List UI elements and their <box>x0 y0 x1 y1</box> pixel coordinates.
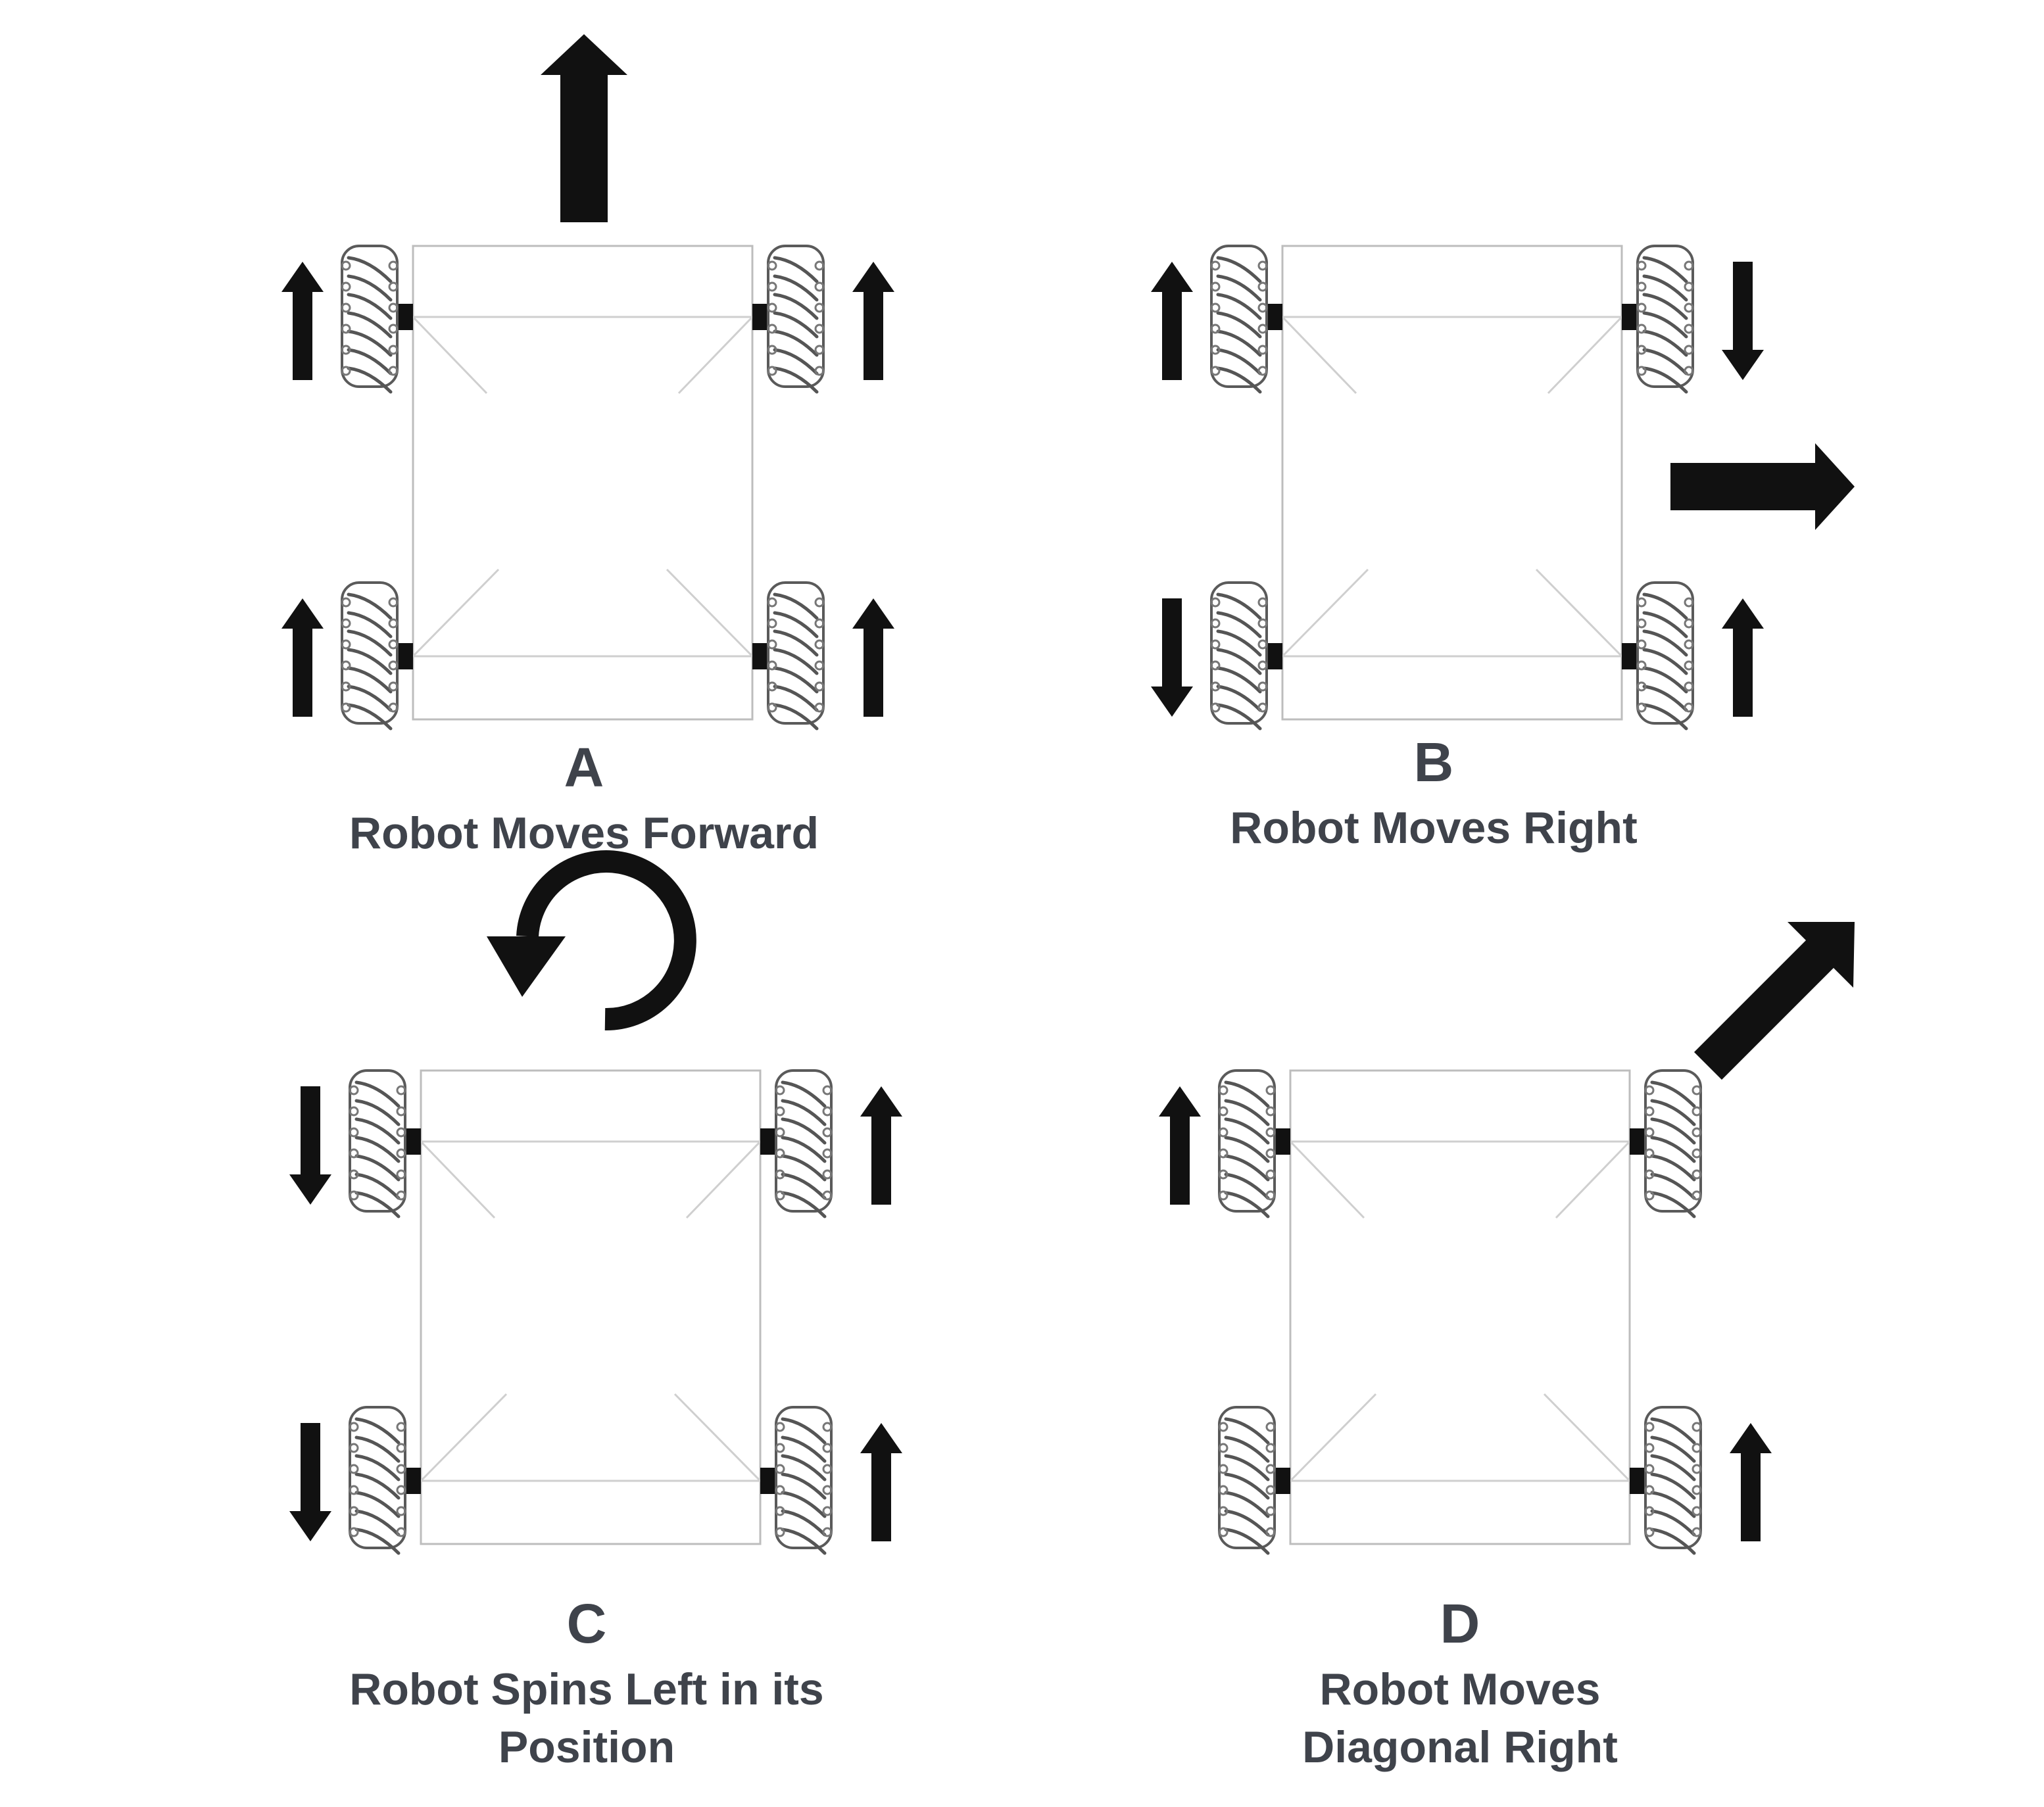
axle-hub <box>406 1468 421 1494</box>
arrow-diagonal-up-right-icon <box>1694 922 1855 1080</box>
brace-line <box>412 568 500 658</box>
rotate-ccw-icon <box>487 850 696 1031</box>
axle-hub <box>1622 643 1636 669</box>
brace-line <box>412 316 488 395</box>
rear-left-wheel <box>1210 581 1268 731</box>
axle-hub <box>1276 1468 1290 1494</box>
axle-hub <box>752 643 767 669</box>
brace-line <box>420 1140 496 1219</box>
chassis-frame <box>420 1069 762 1545</box>
chassis-frame <box>412 245 754 721</box>
panel-c: C Robot Spins Left in its Position <box>289 850 902 1772</box>
front-left-wheel-arrow-up-icon <box>1159 1086 1201 1205</box>
front-left-wheel <box>341 245 399 394</box>
front-left-wheel-arrow-up-icon <box>1151 262 1193 380</box>
brace-line <box>1535 568 1623 658</box>
axle-hub <box>1268 304 1282 330</box>
front-left-wheel <box>1218 1069 1276 1218</box>
rear-left-wheel <box>1218 1406 1276 1555</box>
front-right-wheel <box>1636 245 1694 394</box>
arrow-up-icon <box>541 34 627 222</box>
brace-line <box>1281 316 1357 395</box>
panel-a-caption-line-1: Robot Moves Forward <box>349 808 819 858</box>
panel-d-caption-line-2: Diagonal Right <box>1302 1722 1618 1772</box>
rear-left-wheel <box>341 581 399 731</box>
axle-hub <box>760 1128 775 1155</box>
axle-hub <box>399 643 413 669</box>
rear-right-wheel-arrow-up-icon <box>1730 1423 1772 1541</box>
front-right-wheel-arrow-up-icon <box>852 262 894 380</box>
brace-line <box>420 1393 508 1482</box>
rear-right-wheel-arrow-up-icon <box>860 1423 902 1541</box>
axle-hub <box>406 1128 421 1155</box>
rear-right-wheel <box>1644 1406 1702 1555</box>
front-left-wheel <box>349 1069 406 1218</box>
front-right-wheel <box>767 245 825 394</box>
panel-d-caption-line-1: Robot Moves <box>1320 1664 1601 1714</box>
axle-hub <box>1630 1128 1644 1155</box>
axle-hub <box>752 304 767 330</box>
front-right-wheel-arrow-up-icon <box>860 1086 902 1205</box>
rear-right-wheel <box>767 581 825 731</box>
panel-c-robot <box>289 850 902 1555</box>
front-left-wheel <box>1210 245 1268 394</box>
chassis-frame <box>1289 1069 1631 1545</box>
rear-left-wheel-arrow-down-icon <box>289 1423 331 1541</box>
brace-line <box>1289 1393 1377 1482</box>
panel-a-robot <box>281 34 894 731</box>
brace-line <box>1289 1140 1365 1219</box>
panel-b-robot <box>1151 245 1855 731</box>
rear-left-wheel <box>349 1406 406 1555</box>
brace-line <box>677 316 754 395</box>
panel-c-caption-line-1: Robot Spins Left in its <box>349 1664 824 1714</box>
brace-line <box>1555 1140 1631 1219</box>
rear-right-wheel <box>1636 581 1694 731</box>
chassis-frame <box>1281 245 1623 721</box>
rear-left-wheel-arrow-down-icon <box>1151 598 1193 717</box>
brace-line <box>673 1393 762 1482</box>
panel-b-caption-line-1: Robot Moves Right <box>1230 803 1638 853</box>
brace-line <box>1543 1393 1631 1482</box>
brace-line <box>666 568 754 658</box>
front-right-wheel-arrow-down-icon <box>1722 262 1764 380</box>
panel-a: A Robot Moves Forward <box>281 34 894 858</box>
panel-a-letter: A <box>564 736 604 798</box>
panel-b-letter: B <box>1414 731 1454 793</box>
brace-line <box>685 1140 762 1219</box>
panel-c-caption-line-2: Position <box>499 1722 675 1772</box>
panel-d: D Robot Moves Diagonal Right <box>1159 922 1855 1772</box>
axle-hub <box>760 1468 775 1494</box>
panel-d-robot <box>1159 922 1855 1555</box>
front-left-wheel-arrow-down-icon <box>289 1086 331 1205</box>
rear-left-wheel-arrow-up-icon <box>281 598 324 717</box>
axle-hub <box>399 304 413 330</box>
panel-c-letter: C <box>567 1593 607 1654</box>
axle-hub <box>1276 1128 1290 1155</box>
front-right-wheel <box>1644 1069 1702 1218</box>
brace-line <box>1547 316 1623 395</box>
brace-line <box>1281 568 1369 658</box>
panel-d-letter: D <box>1440 1593 1480 1654</box>
axle-hub <box>1630 1468 1644 1494</box>
arrow-right-icon <box>1670 443 1855 530</box>
panel-b: B Robot Moves Right <box>1151 245 1855 853</box>
rear-right-wheel-arrow-up-icon <box>852 598 894 717</box>
rear-right-wheel <box>775 1406 833 1555</box>
front-right-wheel <box>775 1069 833 1218</box>
axle-hub <box>1268 643 1282 669</box>
rear-right-wheel-arrow-up-icon <box>1722 598 1764 717</box>
axle-hub <box>1622 304 1636 330</box>
front-left-wheel-arrow-up-icon <box>281 262 324 380</box>
